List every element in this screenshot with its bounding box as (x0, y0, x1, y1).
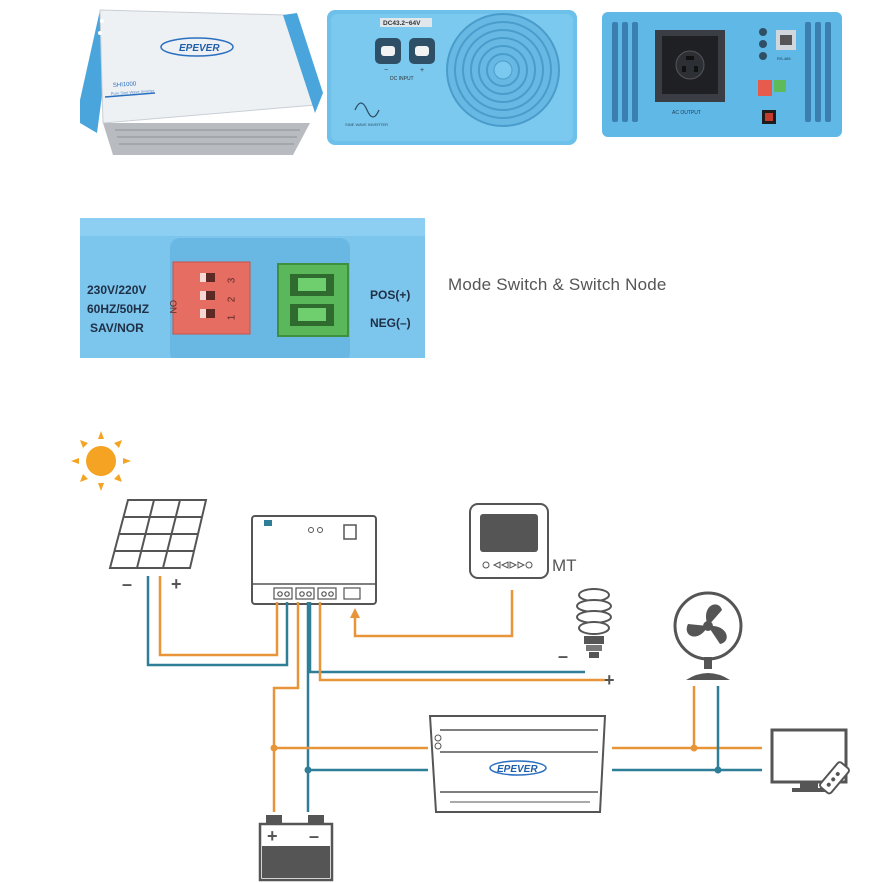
product-photo-ac-side: AC OUTPUT RS-485 (600, 10, 845, 140)
inverter-logo-text: EPEVER (497, 764, 538, 775)
tv-icon (770, 728, 850, 795)
charge-controller-icon (251, 515, 377, 605)
panel-minus-label: – (122, 574, 132, 594)
front-model-text: SHI1000 (113, 81, 137, 89)
sun-icon (71, 431, 131, 491)
battery-minus-label: – (309, 826, 319, 846)
panel-plus-label: + (171, 574, 182, 594)
dc-voltage-label: DC43.2~64V (383, 20, 421, 27)
sine-label: SINE WAVE INVERTER (345, 122, 388, 127)
mode-label-voltage: 230V/220V (87, 283, 147, 297)
front-subtitle-text: Pure Sine Wave Inverter (111, 88, 155, 96)
mt-label: MT (552, 556, 577, 575)
neg-label: NEG(–) (370, 316, 411, 330)
mode-switch-caption: Mode Switch & Switch Node (448, 275, 667, 294)
light-bulb-icon (576, 588, 612, 658)
battery-icon (258, 815, 334, 882)
battery-plus-label: + (267, 826, 278, 846)
front-logo-text: EPEVER (179, 43, 220, 54)
fan-icon (673, 591, 743, 680)
dc-input-label: DC INPUT (390, 76, 414, 82)
inverter-icon: EPEVER (428, 715, 607, 813)
pos-label: POS(+) (370, 288, 411, 302)
svg-text:+: + (420, 67, 424, 74)
bulb-minus-label: – (558, 646, 568, 666)
mode-switch-photo (80, 218, 425, 358)
svg-text:−: − (384, 67, 388, 74)
mt-meter-icon (469, 503, 549, 579)
solar-panel-icon (108, 499, 208, 569)
ac-output-label: AC OUTPUT (672, 110, 701, 116)
mode-label-power: SAV/NOR (90, 321, 144, 335)
mode-label-frequency: 60HZ/50HZ (87, 302, 150, 316)
product-photo-dc-side: DC43.2~64V − + DC INPUT SINE WAVE INVERT… (325, 8, 580, 148)
bulb-plus-label: + (604, 670, 615, 690)
product-photo-front: EPEVER SHI1000 Pure Sine Wave Inverter (75, 5, 325, 160)
rs485-label: RS-485 (777, 56, 791, 61)
